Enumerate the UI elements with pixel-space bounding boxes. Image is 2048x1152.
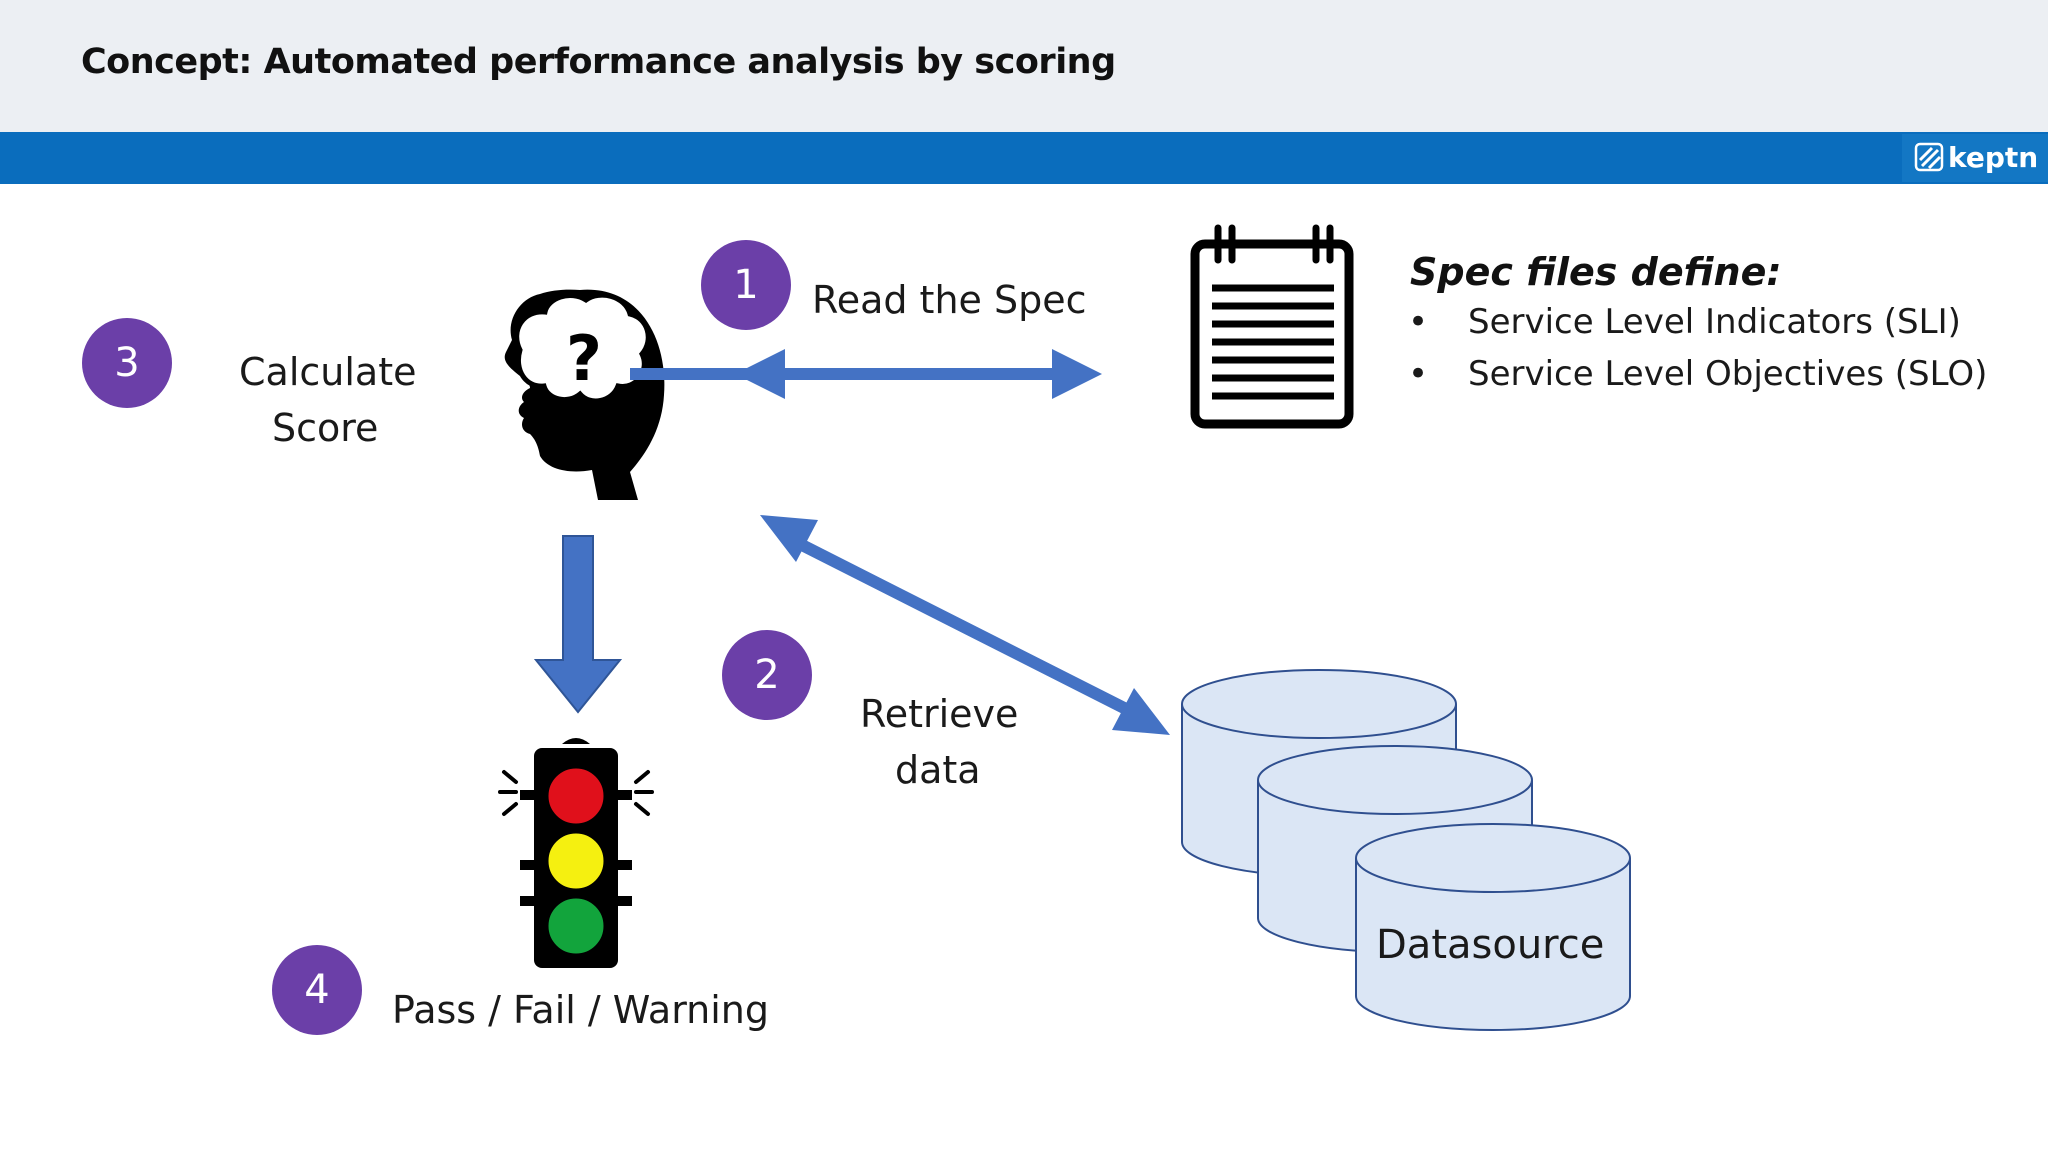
arrow-read-spec [630,349,1102,399]
header-band [0,132,2048,184]
bullet-glyph: • [1408,302,1429,342]
logo-text: keptn [1948,141,2039,174]
head-with-question-mark-icon: ? [504,289,665,500]
traffic-light-cap [562,738,590,744]
arrow-retrieve-data [760,515,1170,735]
traffic-light-rays [498,770,654,816]
arrow-down-to-result [533,535,623,714]
step-2-badge: 2 [722,630,812,720]
step-3-badge: 3 [82,318,172,408]
step-3-label-line1: Calculate [239,350,417,394]
question-mark-glyph: ? [566,322,602,395]
step-2-label-line2: data [895,748,981,792]
step-1-badge: 1 [701,240,791,330]
database-cylinders-icon [1181,669,1631,1031]
brain-outline [514,292,651,404]
spec-list: •Service Level Indicators (SLI) •Service… [1408,302,1987,406]
traffic-light-icon [498,738,654,968]
step-2-label-line1: Retrieve [860,692,1019,736]
step-3-label-line2: Score [272,406,379,450]
spec-heading: Spec files define: [1410,250,1782,294]
step-1-label: Read the Spec [812,278,1087,322]
cylinder-front [1355,823,1631,1031]
keptn-logo-icon [1914,142,1944,172]
yellow-light [545,830,607,892]
red-light [545,765,607,827]
keptn-logo: keptn [1902,134,2048,182]
step-4-label: Pass / Fail / Warning [392,988,770,1032]
notepad-rings [1214,224,1334,264]
slide-title: Concept: Automated performance analysis … [81,42,1116,82]
green-light [545,895,607,957]
step-4-badge: 4 [272,945,362,1035]
datasource-label: Datasource [1376,922,1605,968]
spec-item-sli: •Service Level Indicators (SLI) [1408,302,1961,342]
spec-item-slo: •Service Level Objectives (SLO) [1408,354,1988,394]
spiral-notepad-icon [1190,224,1354,429]
bullet-glyph: • [1408,354,1429,394]
slide-header: Concept: Automated performance analysis … [0,0,2048,132]
notepad-lines [1212,284,1334,400]
